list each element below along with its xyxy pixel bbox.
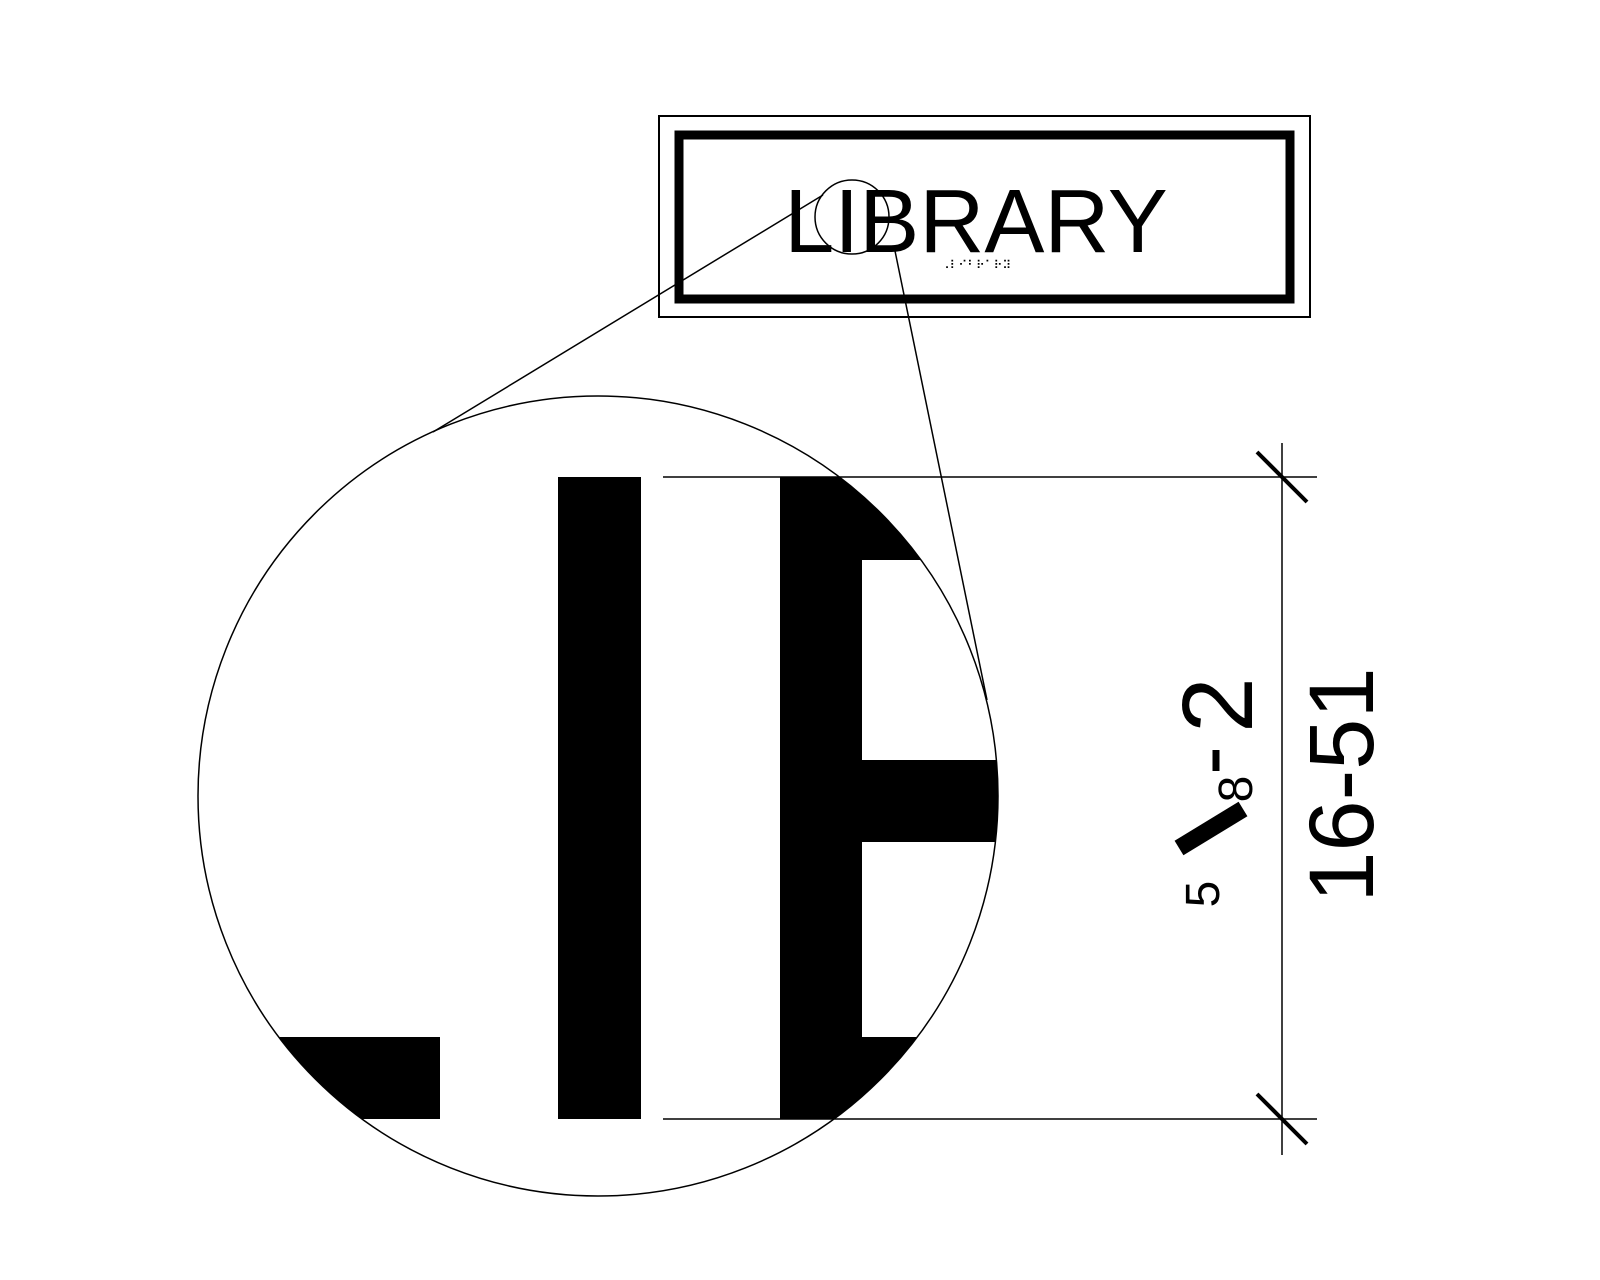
dimension-whole: 2 [1162,677,1274,733]
letter-l-foot [198,1037,440,1119]
letter-b-top-bar [780,477,998,560]
sign: LIBRARY ⠠⠇⠊⠃⠗⠁⠗⠽ [658,115,1311,318]
sign-label: LIBRARY [784,172,1168,272]
dimension-numerator: 5 [1177,881,1230,908]
magnified-letters [198,477,998,1119]
sign-inner-border [674,130,1295,304]
dimension-metric: 16-51 [1291,667,1393,902]
braille-text: ⠠⠇⠊⠃⠗⠁⠗⠽ [941,258,1011,272]
dimension-metric-group: 16-51 [1291,667,1393,902]
detail-callout-circle [814,179,890,255]
magnified-detail-circle [197,395,999,1197]
letter-i-stem [558,477,641,1119]
leader-line-right [893,245,988,701]
leader-line-left [432,194,824,433]
dimension-fraction-slash [1174,801,1248,856]
dimension-tick-top [1255,450,1309,504]
sign-outer-border [658,115,1311,318]
dimension-denominator: 8 [1210,776,1263,803]
letter-b-middle-bar [780,760,998,842]
letter-b-bottom-bar [780,1037,998,1119]
dimension-tick-bottom [1255,1092,1309,1146]
dimension-imperial: 2 8 5 [1162,677,1274,907]
